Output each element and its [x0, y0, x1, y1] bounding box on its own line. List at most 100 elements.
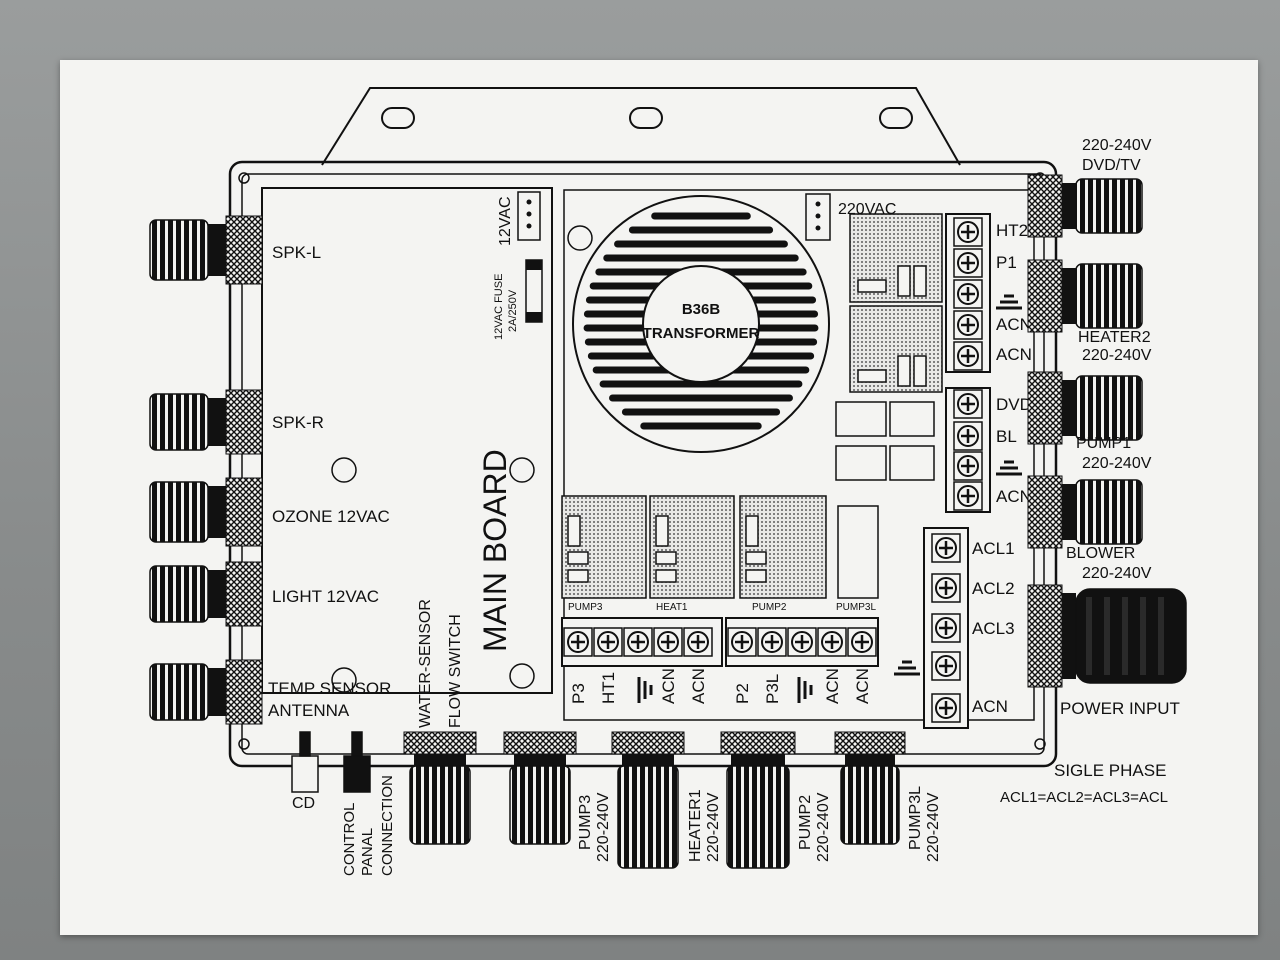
terminal-label: ACL1 — [972, 539, 1015, 558]
power-input-label: POWER INPUT — [1060, 699, 1180, 718]
terminal-screw — [953, 421, 983, 451]
terminal-screw — [757, 627, 787, 657]
ozone-label: OZONE 12VAC — [272, 507, 390, 526]
terminal-label: ACN — [853, 668, 872, 704]
cable-gland — [1027, 174, 1143, 238]
cable-gland — [1027, 584, 1187, 688]
terminal-label: ACN — [996, 345, 1032, 364]
light-label: LIGHT 12VAC — [272, 587, 379, 606]
cable-gland — [720, 731, 796, 869]
terminal-screw — [931, 533, 961, 563]
control-connectors — [291, 731, 371, 793]
relay-row — [561, 495, 879, 599]
spk-r-label: SPK-R — [272, 413, 324, 432]
terminal-label: HT2 — [996, 221, 1028, 240]
spk-l-label: SPK-L — [272, 243, 321, 262]
pump3l-name-label: PUMP3L — [907, 786, 924, 850]
dvd-voltage-label: 220-240V — [1082, 137, 1152, 154]
terminal-label: ACN — [823, 668, 842, 704]
control-label-1: CONTROL — [341, 803, 358, 876]
terminal-screw — [727, 627, 757, 657]
transformer-label: TRANSFORMER — [643, 325, 760, 342]
cable-gland — [149, 561, 263, 627]
heater1-voltage-label: 220-240V — [705, 792, 722, 862]
cable-gland — [403, 731, 477, 845]
cable-gland — [1027, 259, 1143, 333]
relay-upper — [849, 213, 943, 393]
pump1-name-label: PUMP1 — [1076, 435, 1131, 452]
terminal-label: ACN — [689, 668, 708, 704]
cable-gland — [149, 215, 263, 285]
terminal-screw — [847, 627, 877, 657]
terminal-label: P3L — [763, 674, 782, 704]
pump3-voltage-label: 220-240V — [595, 792, 612, 862]
pump3l-voltage-label: 220-240V — [925, 792, 942, 862]
cable-gland — [1027, 371, 1143, 445]
pump3-name-label: PUMP3 — [577, 795, 594, 850]
terminal-label: HT1 — [599, 672, 618, 704]
relay-pump3-label: PUMP3 — [568, 602, 603, 613]
terminal-label: ACL2 — [972, 579, 1015, 598]
terminal-screw — [953, 341, 983, 371]
water-sensor-label: WATER-SENSOR — [417, 599, 434, 728]
relay-small — [835, 401, 935, 481]
terminal-label: P2 — [733, 683, 752, 704]
cd-label: CD — [292, 795, 315, 812]
cable-gland — [149, 659, 263, 725]
terminal-label: P3 — [569, 683, 588, 704]
flow-switch-label: FLOW SWITCH — [447, 614, 464, 728]
220vac-label: 220VAC — [838, 201, 896, 218]
12vac-connector — [517, 191, 541, 241]
pump2-voltage-label: 220-240V — [815, 792, 832, 862]
terminal-screw — [593, 627, 623, 657]
phase-note-equation: ACL1=ACL2=ACL3=ACL — [1000, 789, 1168, 806]
control-label-3: CONNECTION — [379, 775, 396, 876]
terminal-screw — [953, 248, 983, 278]
transformer-model: B36B — [682, 301, 721, 318]
terminal-label: ACN — [996, 487, 1032, 506]
220vac-connector — [805, 193, 831, 241]
terminal-label: ACL3 — [972, 619, 1015, 638]
heater2-voltage-label: 220-240V — [1082, 347, 1152, 364]
phase-note-title: SIGLE PHASE — [1054, 761, 1166, 780]
cable-gland — [1027, 475, 1143, 549]
fuse-label-2: 2A/250V — [507, 289, 519, 332]
terminal-screw — [683, 627, 713, 657]
relay-heat1-label: HEAT1 — [656, 602, 688, 613]
terminal-screw — [953, 279, 983, 309]
ground-symbols — [637, 294, 1022, 703]
fuse-label-1: 12VAC FUSE — [493, 274, 505, 340]
fuse — [525, 259, 543, 323]
power-board — [563, 189, 1035, 721]
blower-voltage-label: 220-240V — [1082, 565, 1152, 582]
cable-gland — [149, 477, 263, 547]
relay-pump2-label: PUMP2 — [752, 602, 787, 613]
terminal-screw — [817, 627, 847, 657]
terminal-block-bottom: P3 HT1 ACN ACN P2 P3L ACN ACN — [561, 617, 879, 704]
cable-gland — [611, 731, 685, 869]
terminal-screw — [653, 627, 683, 657]
terminal-screw — [953, 217, 983, 247]
transformer — [572, 195, 830, 453]
relay-pump3l-label: PUMP3L — [836, 602, 876, 613]
terminal-screw — [953, 451, 983, 481]
mounting-bracket — [321, 87, 961, 166]
terminal-screw — [931, 651, 961, 681]
terminal-label: ACN — [996, 315, 1032, 334]
terminal-screw — [931, 573, 961, 603]
terminal-screw — [563, 627, 593, 657]
terminal-screw — [953, 389, 983, 419]
terminal-label: ACN — [659, 668, 678, 704]
dvd-name-label: DVD/TV — [1082, 157, 1141, 174]
main-board-label: MAIN BOARD — [477, 449, 513, 652]
cable-gland — [503, 731, 577, 845]
terminal-screw — [931, 613, 961, 643]
antenna-label: ANTENNA — [268, 701, 350, 720]
cable-gland — [834, 731, 906, 845]
12vac-label: 12VAC — [497, 196, 514, 246]
terminal-label: ACN — [972, 697, 1008, 716]
